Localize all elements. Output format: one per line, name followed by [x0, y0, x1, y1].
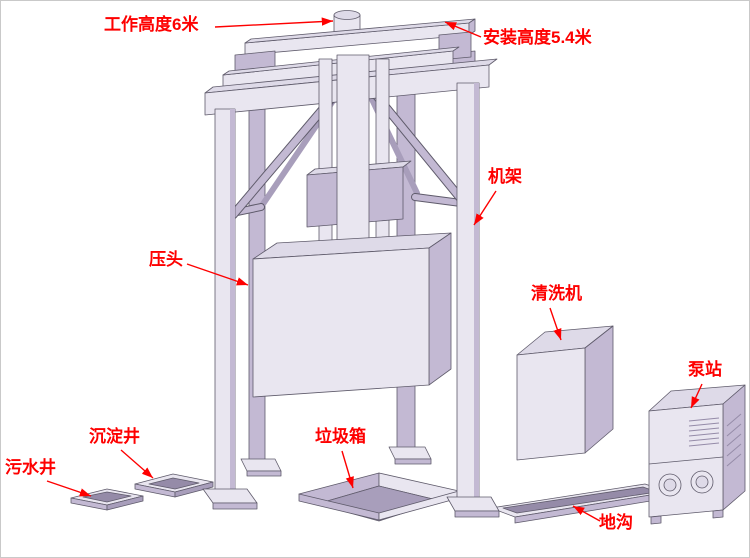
- arrow-working-height: [214, 17, 334, 28]
- arrow-press-head: [186, 263, 249, 286]
- label-washer: 清洗机: [531, 284, 582, 303]
- trench: [490, 483, 670, 524]
- frame-front-columns: [202, 82, 500, 518]
- label-settling-well: 沉淀井: [89, 427, 140, 446]
- arrow-pump-station: [690, 383, 703, 409]
- label-sewage-well: 污水井: [5, 458, 56, 477]
- label-press-head: 压头: [149, 250, 183, 269]
- arrow-sewage-well: [46, 480, 92, 497]
- arrow-trench: [572, 505, 601, 522]
- pump-station-box: [648, 384, 746, 525]
- washer-box: [516, 325, 614, 461]
- label-working-height: 工作高度6米: [104, 15, 199, 34]
- arrow-frame: [473, 190, 497, 226]
- label-trench: 地沟: [599, 513, 633, 532]
- label-pump-station: 泵站: [688, 360, 722, 379]
- label-garbage-bin: 垃圾箱: [315, 427, 366, 446]
- arrow-garbage-bin: [341, 450, 354, 489]
- label-install-height: 安装高度5.4米: [483, 28, 592, 47]
- leader-arrows: [46, 17, 703, 522]
- sewage-well: [70, 488, 144, 511]
- press-head-box: [252, 232, 452, 398]
- settling-well: [134, 473, 214, 498]
- arrow-washer: [549, 307, 562, 341]
- label-frame: 机架: [488, 167, 522, 186]
- garbage-pit: [298, 472, 460, 522]
- arrow-settling-well: [120, 449, 154, 479]
- hydraulic-cylinders: [306, 54, 412, 256]
- arrow-install-height: [444, 21, 482, 38]
